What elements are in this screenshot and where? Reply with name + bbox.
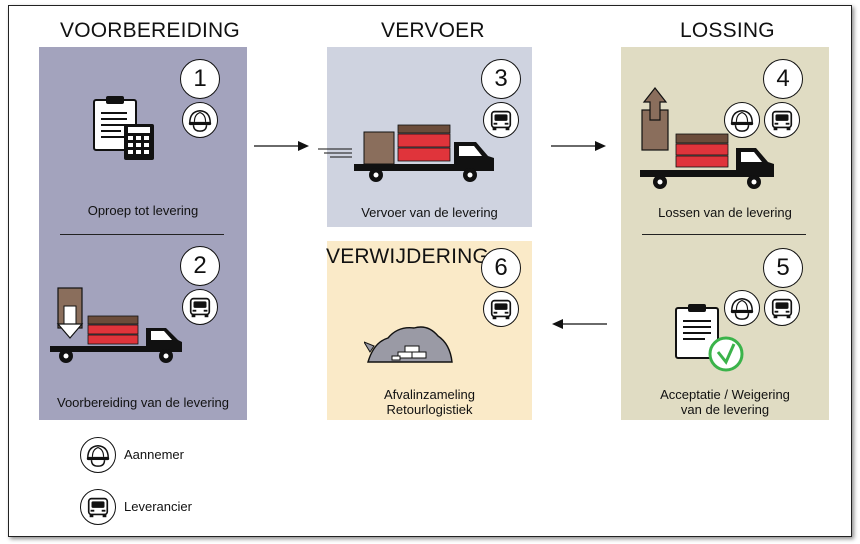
step-number-1: 1 [180, 59, 220, 99]
heading-lossing: LOSSING [680, 19, 775, 42]
step-number-2: 2 [180, 246, 220, 286]
helmet-icon [187, 107, 213, 133]
contractor-role-badge [724, 290, 760, 326]
step-4-label: Lossen van de levering [658, 205, 792, 220]
rubble-icon [364, 326, 453, 363]
supplier-role-badge [483, 102, 519, 138]
contractor-role-badge [724, 102, 760, 138]
truck-front-icon [488, 296, 514, 322]
clipboard-check-icon [675, 304, 744, 372]
delivery-truck-icon [318, 124, 494, 182]
supplier-role-badge [764, 290, 800, 326]
loading-truck-icon [50, 287, 182, 363]
truck-front-icon [769, 295, 795, 321]
supplier-role-badge [182, 289, 218, 325]
step-number-6: 6 [481, 248, 521, 288]
supplier-role-badge [483, 291, 519, 327]
divider-lossing [642, 234, 806, 235]
supplier-role-badge [764, 102, 800, 138]
step-3-label: Vervoer van de levering [361, 205, 498, 220]
step-1-label: Oproep tot levering [87, 203, 199, 218]
clipboard-calculator-icon [93, 96, 154, 160]
step-6-label-line1: Afvalinzameling [383, 387, 476, 402]
contractor-role-badge [182, 102, 218, 138]
checkmark-icon [716, 343, 736, 365]
truck-front-icon [85, 494, 111, 520]
arrow-left-icon [552, 319, 607, 329]
step-number-3: 3 [481, 59, 521, 99]
arrow-right-icon [254, 141, 309, 151]
step-number-4: 4 [763, 59, 803, 99]
legend-supplier-label: Leverancier [124, 499, 192, 514]
heading-verwijdering: VERWIJDERING [326, 245, 490, 268]
heading-voorbereiding: VOORBEREIDING [60, 19, 240, 42]
heading-vervoer: VERVOER [381, 19, 485, 42]
step-5-label-line2: van de levering [680, 402, 770, 417]
step-6-label-line2: Retourlogistiek [386, 402, 473, 417]
divider-voorbereiding [60, 234, 224, 235]
legend-supplier-badge [80, 489, 116, 525]
legend-contractor-label: Aannemer [124, 447, 184, 462]
arrow-right-icon [551, 141, 606, 151]
step-number-5: 5 [763, 248, 803, 288]
unloading-truck-icon [640, 87, 774, 189]
helmet-icon [85, 442, 111, 468]
step-2-label: Voorbereiding van de levering [56, 395, 229, 410]
step-5-label-line1: Acceptatie / Weigering [660, 387, 790, 402]
legend-contractor-badge [80, 437, 116, 473]
